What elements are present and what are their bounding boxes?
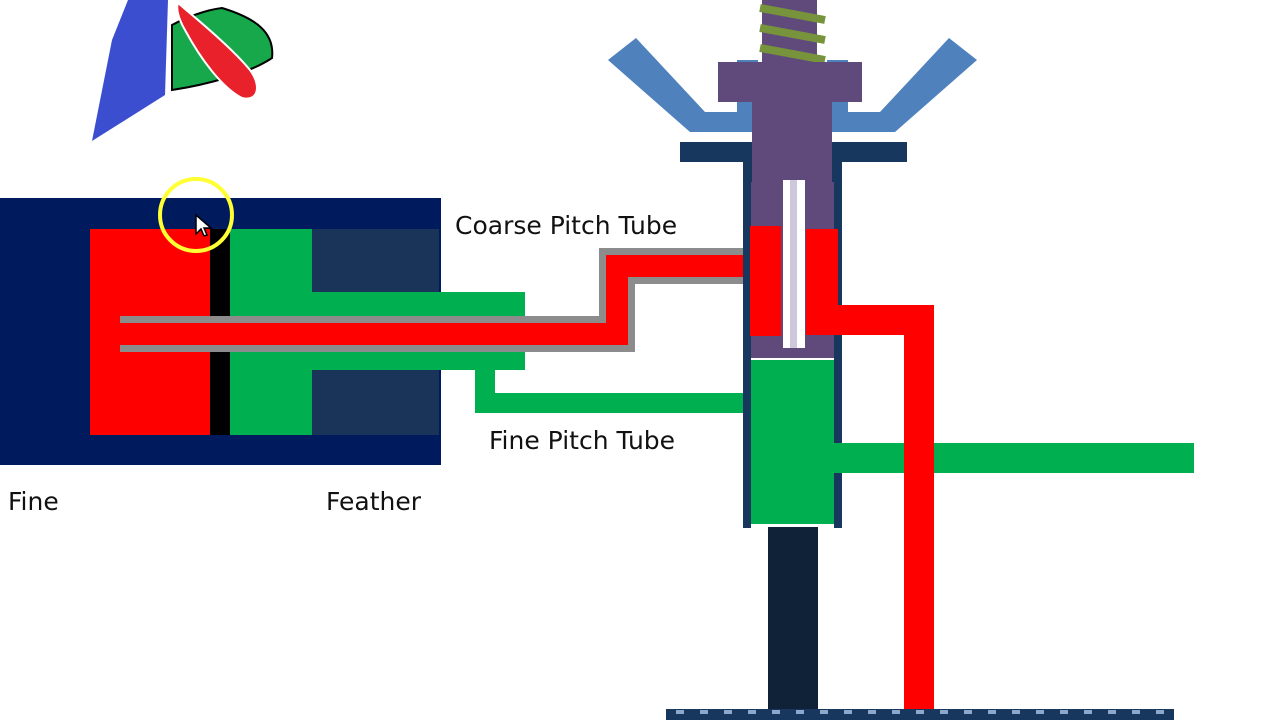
valve-stem: [752, 100, 832, 182]
housing-right-wall: [834, 162, 842, 528]
fine-oil-chamber: [751, 360, 834, 524]
fine-pitch-tube-label: Fine Pitch Tube: [489, 426, 676, 455]
fine-position-label: Fine: [8, 487, 59, 516]
cursor-highlight-ring: [158, 177, 234, 253]
coarse-port-right: [806, 229, 934, 335]
propeller-logo-icon: [92, 0, 274, 141]
valve-head: [718, 62, 862, 102]
cursor-arrow: [195, 213, 214, 237]
flyweights: [608, 38, 977, 132]
feather-position-label: Feather: [326, 487, 422, 516]
coarse-oil-return-line: [904, 305, 934, 715]
valve-centre-line: [790, 180, 797, 348]
speeder-spring: [759, 0, 826, 64]
drive-shaft: [768, 527, 818, 720]
logo-red-blade: [176, 1, 258, 100]
left-flyweight: [608, 38, 758, 132]
logo-blue-blade: [92, 0, 168, 141]
gear-rack-base: [666, 709, 1174, 720]
pilot-valve: [718, 62, 934, 358]
fine-pitch-tube: [475, 370, 755, 413]
gear-rack: [666, 709, 1174, 720]
fine-oil-supply-line: [834, 443, 1194, 473]
right-flyweight: [827, 38, 977, 132]
coarse-pitch-tube-label: Coarse Pitch Tube: [455, 211, 678, 240]
mouse-pointer-icon: [158, 177, 234, 253]
coarse-port-left: [750, 226, 781, 336]
coarse-pitch-tube-oil: [120, 255, 750, 345]
housing-left-wall: [743, 162, 751, 528]
spring-coils: [759, 4, 826, 64]
